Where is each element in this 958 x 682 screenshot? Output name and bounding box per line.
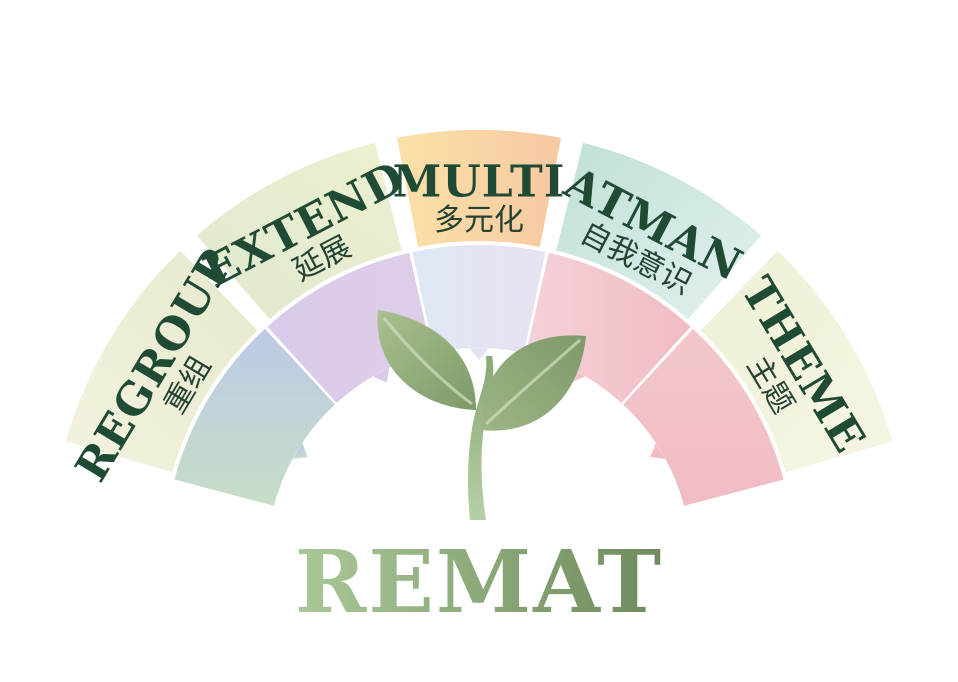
sprout-left-leaf (377, 310, 476, 410)
ring-notch (292, 442, 308, 459)
inner-ring-theme (623, 328, 784, 506)
segment-multi (396, 130, 562, 247)
inner-ring-multi (412, 245, 546, 353)
ring-notch (469, 348, 489, 360)
segment-title-multi: MULTI (393, 157, 566, 208)
segment-subtitle-multi: 多元化 (434, 203, 524, 238)
ring-notch (373, 367, 390, 383)
segment-atman (556, 142, 762, 320)
segment-extend (196, 142, 402, 320)
sprout-logo-icon (377, 310, 586, 520)
segment-theme (700, 250, 893, 473)
ring-notch (650, 442, 666, 459)
segment-regroup (65, 250, 258, 473)
inner-ring-regroup (174, 328, 335, 506)
brand-title: REMAT (295, 532, 663, 633)
